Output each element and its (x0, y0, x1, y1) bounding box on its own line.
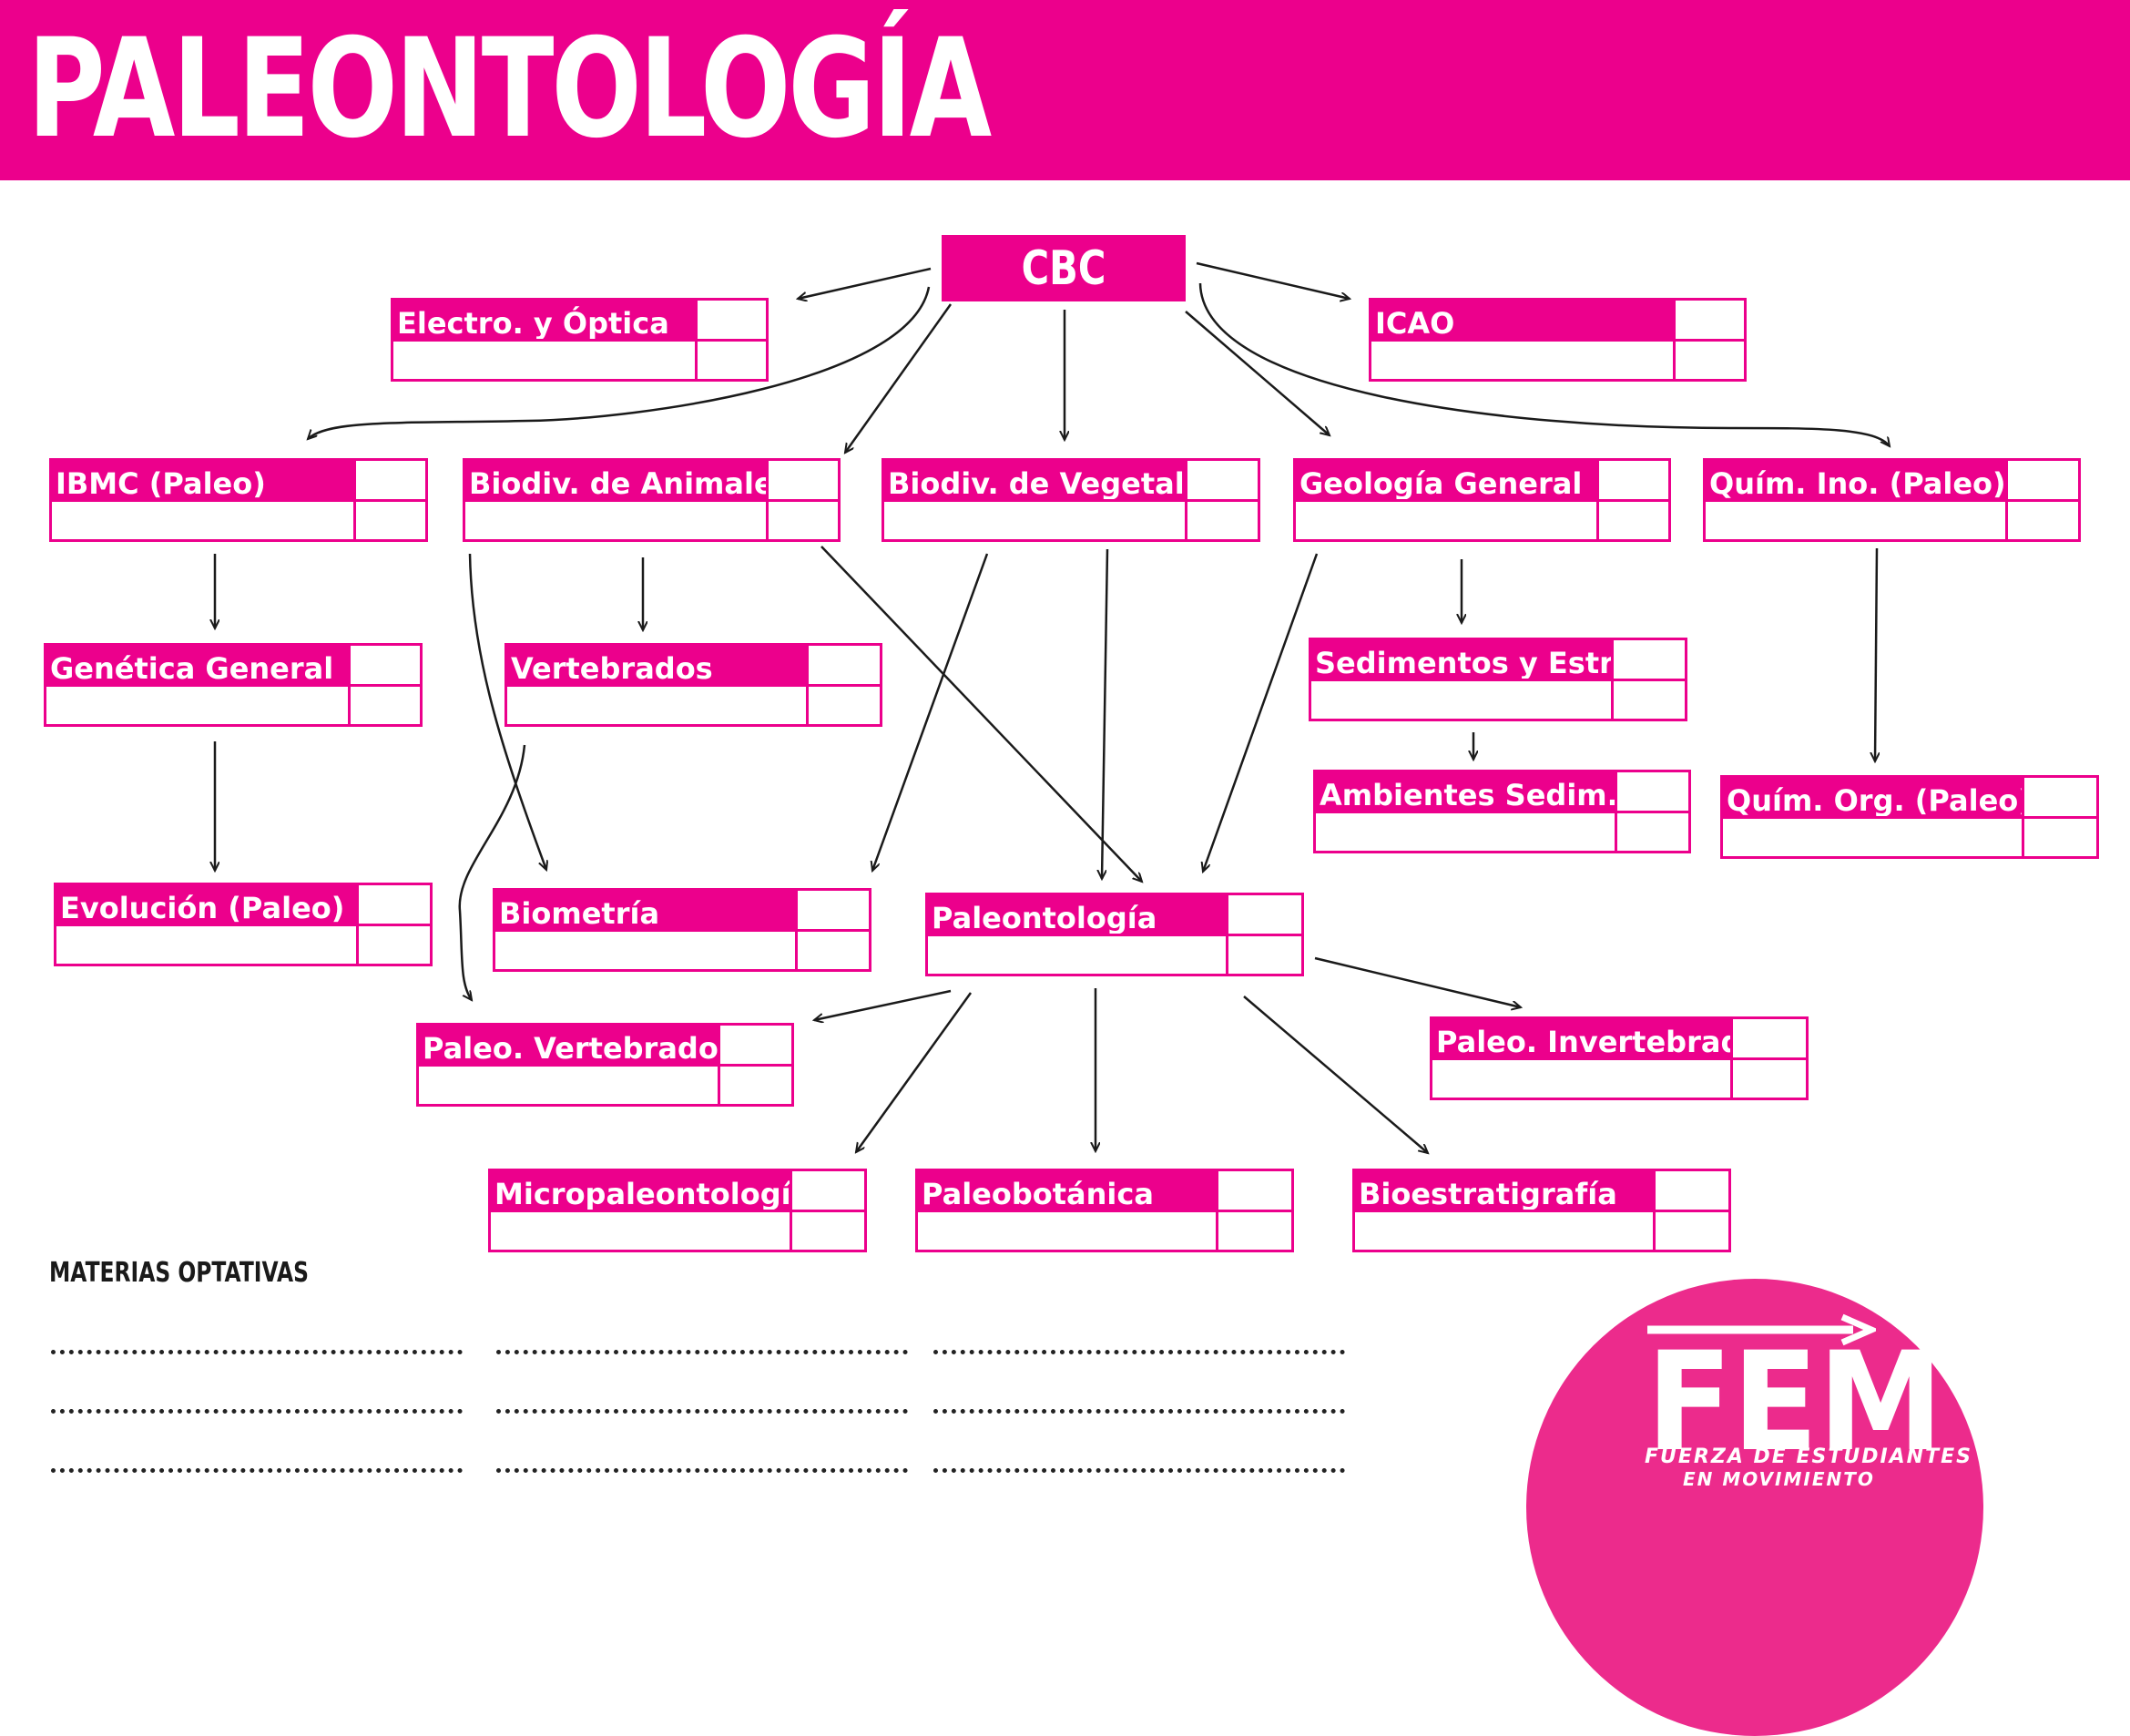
grade-cell[interactable] (1187, 461, 1258, 500)
grade-cell[interactable] (769, 461, 838, 500)
optativa-line[interactable] (496, 1350, 908, 1354)
course-label: Biodiv. de Vegetales (884, 461, 1221, 501)
course-label: Evolución (Paleo) (56, 885, 359, 925)
grade-cell[interactable] (798, 891, 869, 930)
course-label: Bioestratigrafía (1355, 1171, 1656, 1211)
arrow-cbc-geologia (1185, 311, 1330, 435)
course-ibmc: IBMC (Paleo) (49, 458, 428, 542)
course-paleobotanica: Paleobotánica (915, 1169, 1294, 1252)
grade-cell[interactable] (809, 646, 880, 685)
course-quim-ino: Quím. Ino. (Paleo) (1703, 458, 2081, 542)
grade-cell[interactable] (1733, 1019, 1806, 1058)
grade-cell[interactable] (1218, 1171, 1291, 1210)
course-label: Ambientes Sedim. (1316, 772, 1618, 812)
course-electro: Electro. y Óptica (391, 298, 769, 382)
course-biodiv-animales: Biodiv. de Animales (463, 458, 841, 542)
arrow-geologia-paleontologia (1203, 553, 1319, 872)
arrow-paleo-paleovert (814, 989, 952, 1020)
course-ambientes: Ambientes Sedim. (1313, 770, 1691, 853)
course-label: Quím. Org. (Paleo) (1723, 778, 2032, 818)
course-paleo-vertebrados: Paleo. Vertebrados (416, 1023, 794, 1107)
arrow-quimino-quimorg (1875, 547, 1877, 761)
course-paleo-invertebrados: Paleo. Invertebrados (1430, 1016, 1809, 1100)
course-quim-org: Quím. Org. (Paleo) (1720, 775, 2099, 859)
header-bar: PALEONTOLOGÍA (0, 0, 2130, 180)
course-label: Paleontología (928, 895, 1228, 935)
grade-cell[interactable] (1656, 1171, 1728, 1210)
optativa-line[interactable] (51, 1468, 463, 1473)
course-label: IBMC (Paleo) (52, 461, 356, 501)
course-sedimentos: Sedimentos y Estra. (1309, 638, 1687, 721)
grade-cell[interactable] (698, 301, 766, 340)
grade-cell[interactable] (720, 1026, 791, 1065)
arrow-vertebrados-paleovert (458, 744, 526, 1000)
course-evolucion: Evolución (Paleo) (54, 883, 433, 966)
optativa-line[interactable] (933, 1468, 1345, 1473)
grade-cell[interactable] (1617, 772, 1688, 812)
page-title: PALEONTOLOGÍA (27, 10, 992, 168)
optativa-line[interactable] (933, 1409, 1345, 1414)
arrow-cbc-ibmc (308, 286, 931, 439)
course-label: Quím. Ino. (Paleo) (1706, 461, 2008, 501)
grade-cell[interactable] (1228, 895, 1301, 934)
course-label: Geología General (1296, 461, 1599, 501)
optativas-title: MATERIAS OPTATIVAS (49, 1257, 310, 1289)
course-paleontologia: Paleontología (925, 893, 1304, 976)
course-vertebrados: Vertebrados (504, 643, 882, 727)
course-biometria: Biometría (493, 888, 871, 972)
course-label: Sedimentos y Estra. (1311, 640, 1645, 680)
arrow-cbc-icao (1196, 261, 1350, 299)
course-genetica-general: Genética General (44, 643, 423, 727)
optativa-line[interactable] (51, 1409, 463, 1414)
grade-cell[interactable] (351, 646, 420, 685)
course-label: Biodiv. de Animales (465, 461, 791, 501)
course-label: Paleo. Vertebrados (419, 1026, 736, 1066)
logo-name: FEM (1646, 1323, 1943, 1482)
arrow-cbc-biodiv-animales (845, 303, 953, 453)
grade-cell[interactable] (792, 1171, 864, 1210)
course-label: ICAO (1371, 301, 1676, 341)
optativa-line[interactable] (496, 1409, 908, 1414)
course-label: Micropaleontología (491, 1171, 810, 1211)
course-label: Electro. y Óptica (393, 301, 698, 341)
arrow-paleo-micro (856, 992, 973, 1152)
arrow-animales-biometria (468, 553, 546, 870)
grade-cell[interactable] (2008, 461, 2078, 500)
grade-cell[interactable] (356, 461, 425, 500)
course-label: Paleo. Invertebrados (1432, 1019, 1778, 1059)
course-label: Paleobotánica (918, 1171, 1218, 1211)
course-micropaleontologia: Micropaleontología (488, 1169, 867, 1252)
course-icao: ICAO (1369, 298, 1747, 382)
course-label: Biometría (495, 891, 798, 931)
optativa-line[interactable] (51, 1350, 463, 1354)
grade-cell[interactable] (1676, 301, 1744, 340)
course-biodiv-vegetales: Biodiv. de Vegetales (882, 458, 1260, 542)
course-label: Genética General (46, 646, 351, 686)
optativa-line[interactable] (933, 1350, 1345, 1354)
grade-cell[interactable] (1614, 640, 1685, 679)
optativa-line[interactable] (496, 1468, 908, 1473)
course-bioestratigrafia: Bioestratigrafía (1352, 1169, 1731, 1252)
logo-tagline-2: EN MOVIMIENTO (1683, 1468, 1875, 1490)
course-label: Vertebrados (507, 646, 809, 686)
cbc-node: CBC (942, 235, 1186, 301)
course-geologia-general: Geología General (1293, 458, 1671, 542)
logo-tagline-1: FUERZA DE ESTUDIANTES (1645, 1445, 1972, 1468)
arrow-vegetales-biometria (872, 553, 989, 871)
logo-arrow-icon (1647, 1313, 1876, 1346)
grade-cell[interactable] (1599, 461, 1668, 500)
arrow-vegetales-paleontologia (1102, 548, 1109, 879)
arrows-layer (0, 261, 2130, 1506)
cbc-label: CBC (1021, 240, 1106, 296)
arrow-animales-paleontologia (820, 546, 1142, 882)
grade-cell[interactable] (359, 885, 430, 924)
arrow-cbc-quim-ino (1198, 282, 1890, 446)
grade-cell[interactable] (2024, 778, 2096, 817)
arrow-paleo-paleoinv (1314, 956, 1521, 1007)
arrow-cbc-electro (798, 267, 932, 299)
arrow-paleo-bioestrat (1243, 996, 1428, 1153)
